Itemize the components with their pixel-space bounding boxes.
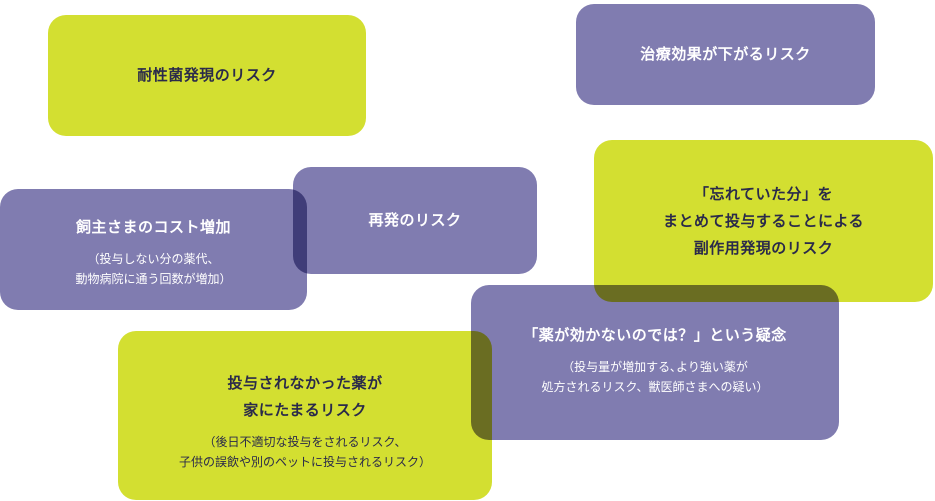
risk-box-leftover-medicine: 投与されなかった薬が 家にたまるリスク （後日不適切な投与をされるリスク、 子供… bbox=[118, 331, 492, 500]
risk-title: 治療効果が下がるリスク bbox=[640, 45, 811, 63]
risk-subtext: （投与しない分の薬代、 動物病院に通う回数が増加） bbox=[75, 252, 232, 286]
risk-box-side-effects: 「忘れていた分」を まとめて投与することによる 副作用発現のリスク bbox=[594, 140, 933, 302]
risk-box-resistant-bacteria: 耐性菌発現のリスク bbox=[48, 15, 366, 136]
risk-title: 飼主さまのコスト増加 bbox=[75, 218, 231, 236]
risk-title: 「薬が効かないのでは？」という疑念 bbox=[523, 326, 787, 344]
risk-title: 「忘れていた分」を まとめて投与することによる 副作用発現のリスク bbox=[662, 184, 865, 257]
risk-title: 再発のリスク bbox=[368, 211, 462, 229]
risk-title: 耐性菌発現のリスク bbox=[137, 66, 277, 84]
risk-box-owner-cost: 飼主さまのコスト増加 （投与しない分の薬代、 動物病院に通う回数が増加） bbox=[0, 189, 307, 310]
risk-box-reduced-efficacy: 治療効果が下がるリスク bbox=[576, 4, 875, 105]
risk-box-recurrence: 再発のリスク bbox=[293, 167, 537, 274]
risk-title: 投与されなかった薬が 家にたまるリスク bbox=[227, 373, 383, 419]
risk-subtext: （後日不適切な投与をされるリスク、 子供の誤飲や別のペットに投与されるリスク） bbox=[178, 434, 431, 469]
risk-box-doubt: 「薬が効かないのでは？」という疑念 （投与量が増加する､より強い薬が 処方される… bbox=[471, 285, 839, 440]
risk-subtext: （投与量が増加する､より強い薬が 処方されるリスク、獣医師さまへの疑い） bbox=[541, 360, 769, 394]
